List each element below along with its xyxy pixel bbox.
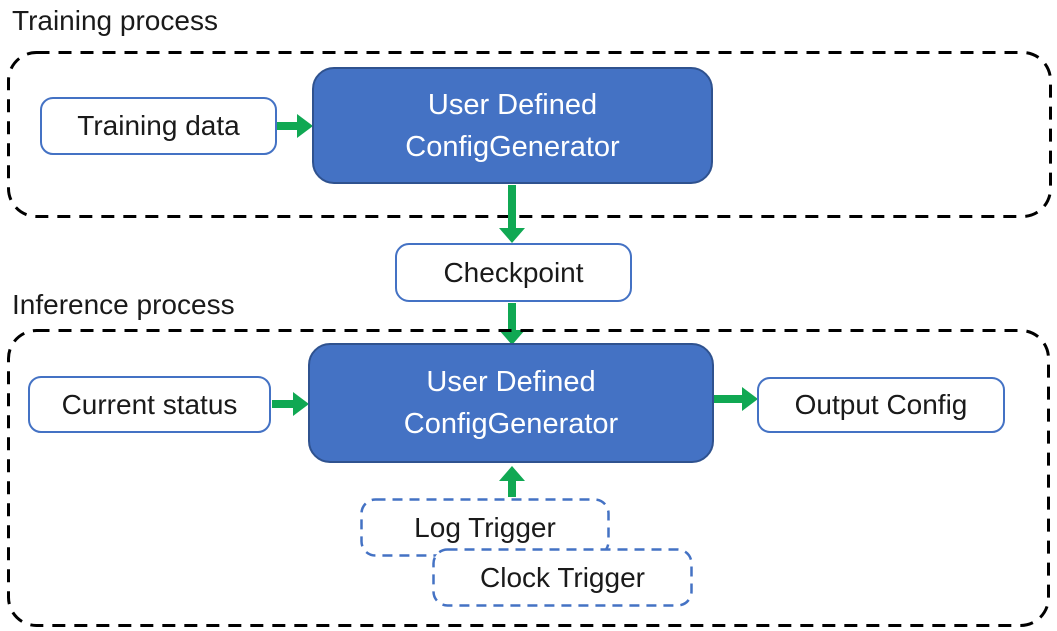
- checkpoint-label: Checkpoint: [443, 256, 584, 288]
- inference-generator-label-line2: ConfigGenerator: [403, 408, 619, 440]
- training-process-container: [7, 51, 1052, 218]
- output-config-label: Output Config: [794, 389, 968, 420]
- inference-generator-label-line1: User Defined: [426, 366, 596, 398]
- training-data-node: Training data: [40, 97, 277, 155]
- arrow-generator-to-output-config: [714, 387, 758, 411]
- clock-trigger-outline: [432, 548, 693, 607]
- training-section-label: Training process: [12, 5, 218, 36]
- current-status-label: Current status: [61, 388, 238, 420]
- arrow-generator-to-checkpoint: [499, 185, 525, 243]
- arrow-training-data-to-generator: [277, 114, 313, 138]
- checkpoint-node: Checkpoint: [395, 243, 632, 302]
- arrow-triggers-to-generator: [499, 466, 525, 497]
- training-data-label: Training data: [77, 110, 240, 141]
- arrow-checkpoint-to-inference-generator: [499, 303, 525, 345]
- arrow-current-status-to-generator: [272, 392, 309, 416]
- inference-generator-node: User Defined ConfigGenerator: [308, 343, 714, 463]
- inference-section-label: Inference process: [12, 289, 235, 320]
- current-status-node: Current status: [28, 376, 271, 433]
- training-generator-node: User Defined ConfigGenerator: [312, 67, 713, 184]
- output-config-node: Output Config: [757, 377, 1005, 433]
- inference-process-container: [7, 329, 1050, 627]
- clock-trigger-label: Clock Trigger: [480, 561, 645, 593]
- log-trigger-label: Log Trigger: [414, 511, 556, 543]
- training-generator-label-line1: User Defined: [427, 88, 598, 121]
- clock-trigger-node: Clock Trigger: [432, 548, 693, 607]
- training-generator-label-line2: ConfigGenerator: [405, 130, 620, 163]
